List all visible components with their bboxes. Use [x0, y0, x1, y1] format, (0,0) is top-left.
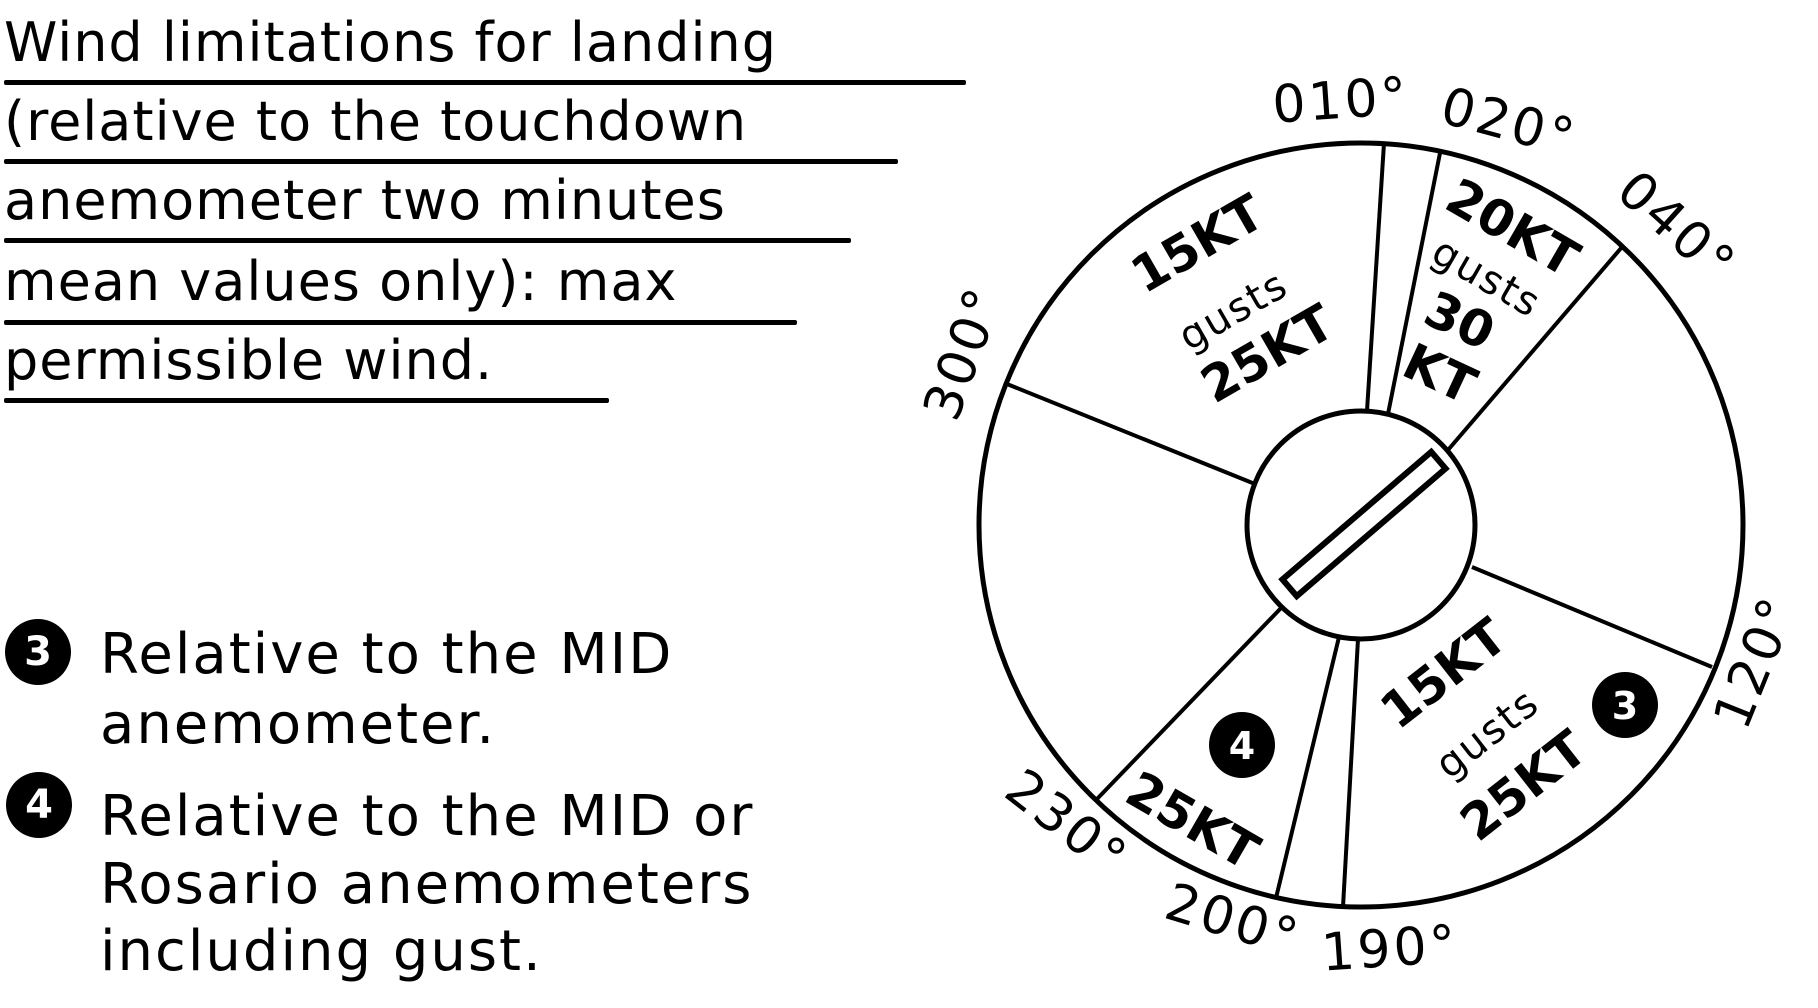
title-line-4: mean values only): max	[4, 250, 678, 313]
spoke-200	[1274, 636, 1341, 899]
note-4-badge: 4	[6, 772, 72, 838]
bearing-label-010: 010°	[1271, 66, 1412, 135]
note-3-badge: 3	[5, 619, 71, 685]
runway-icon	[1278, 447, 1450, 601]
note-3-line-1: Relative to the MID	[100, 622, 674, 687]
title-line-2: (relative to the touchdown	[4, 90, 748, 153]
note-3-badge-number: 3	[24, 629, 52, 675]
title-underline-4	[4, 320, 797, 325]
spoke-010	[1365, 142, 1386, 412]
sector-200-230: 4 25KT	[1116, 712, 1275, 882]
title-underline-3	[4, 238, 851, 243]
title-line-5: permissible wind.	[4, 329, 494, 392]
title-underline-5	[4, 398, 609, 403]
spoke-300	[1006, 382, 1256, 486]
note-3-line-2: anemometer.	[100, 692, 497, 757]
sector-120-190-note-badge	[1592, 672, 1658, 738]
spoke-020	[1386, 152, 1442, 415]
note-4-badge-number: 4	[25, 782, 53, 828]
sector-300-010: 15KT gusts 25KT	[1121, 183, 1343, 414]
bearing-label-190: 190°	[1320, 914, 1461, 983]
sector-200-230-note-badge	[1209, 712, 1275, 778]
bearing-label-040: 040°	[1605, 160, 1747, 296]
sector-120-190-note-number: 3	[1612, 684, 1638, 728]
note-4-line-1: Relative to the MID or	[100, 784, 755, 849]
spoke-040	[1446, 245, 1624, 452]
spoke-190	[1341, 638, 1360, 908]
outer-circle	[976, 140, 1746, 910]
sector-200-230-wind: 25KT	[1116, 760, 1268, 881]
spoke-230	[1095, 605, 1284, 801]
sector-boundaries	[1006, 142, 1713, 908]
title-underline-2	[4, 159, 898, 164]
title-underline-1	[4, 80, 966, 85]
sector-020-040: 20KT gusts 30 KT	[1394, 167, 1588, 415]
note-4-line-3: including gust.	[100, 919, 543, 984]
spoke-120	[1471, 565, 1713, 669]
title-line-1: Wind limitations for landing	[4, 11, 778, 74]
note-4-line-2: Rosario anemometers	[100, 852, 754, 917]
title-line-3: anemometer two minutes	[4, 169, 726, 232]
sector-120-190: 15KT gusts 25KT 3	[1370, 607, 1658, 852]
sector-200-230-note-number: 4	[1229, 724, 1255, 768]
